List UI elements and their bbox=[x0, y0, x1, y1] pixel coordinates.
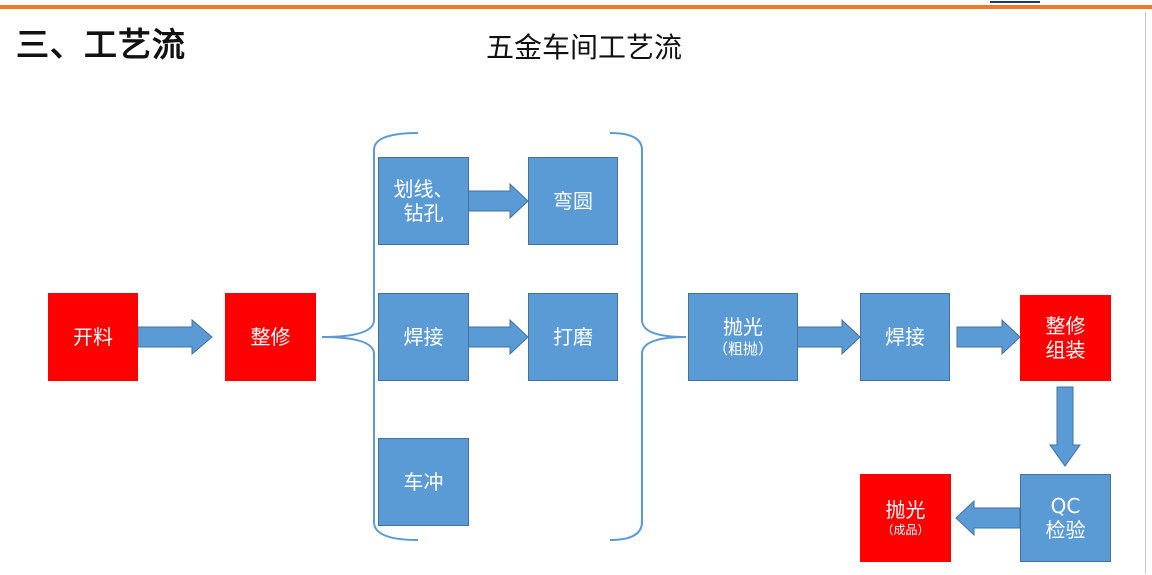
arrow-hanjie-to-damo bbox=[467, 318, 529, 356]
step-paoguang-chengpin: 抛光 （成品） bbox=[860, 474, 951, 562]
step-zhengxiu: 整修 bbox=[225, 293, 316, 381]
step-wanyuan: 弯圆 bbox=[528, 157, 618, 245]
step-damo-label: 打磨 bbox=[553, 325, 593, 349]
accent-bar bbox=[0, 5, 1152, 9]
arrow-hanjie-to-zhuangpei bbox=[956, 318, 1021, 356]
arrow-qc-to-final bbox=[955, 499, 1021, 537]
step-zhuangpei-label-1: 整修 bbox=[1045, 314, 1086, 338]
step-final-label: 抛光 bbox=[885, 498, 926, 522]
step-zhengxiu-label: 整修 bbox=[250, 325, 291, 349]
diagram-title: 五金车间工艺流 bbox=[485, 31, 682, 64]
header-fragment bbox=[990, 0, 1040, 4]
arrow-zhuangpei-to-qc bbox=[1049, 386, 1081, 467]
step-chechong-label: 车冲 bbox=[403, 470, 444, 494]
arrow-paoguang-to-hanjie bbox=[796, 318, 861, 356]
step-huaxian-zuankong: 划线、 钻孔 bbox=[378, 157, 469, 245]
arrow-kailiao-to-zhengxiu bbox=[137, 318, 213, 356]
step-paoguang-sublabel: （粗抛） bbox=[712, 340, 773, 358]
step-qc-jianyan: QC 检验 bbox=[1020, 474, 1111, 562]
step-huaxian-label-1: 划线、 bbox=[393, 177, 454, 201]
step-chechong: 车冲 bbox=[378, 438, 469, 526]
left-brace bbox=[321, 132, 419, 541]
step-final-sublabel: （成品） bbox=[881, 523, 930, 537]
step-damo: 打磨 bbox=[528, 293, 618, 381]
step-kailiao-label: 开料 bbox=[73, 325, 113, 349]
step-paoguang-cupao: 抛光 （粗抛） bbox=[688, 293, 798, 381]
step-kailiao: 开料 bbox=[48, 293, 138, 381]
step-zhengxiu-zuzhuang: 整修 组装 bbox=[1020, 295, 1111, 381]
arrow-huaxian-to-wanyuan bbox=[467, 182, 529, 220]
step-wanyuan-label: 弯圆 bbox=[553, 189, 593, 213]
step-hanjie-b-label: 焊接 bbox=[885, 325, 925, 349]
right-brace bbox=[609, 132, 687, 541]
step-zhuangpei-label-2: 组装 bbox=[1045, 338, 1086, 362]
slide-edge-line bbox=[1145, 12, 1146, 574]
step-huaxian-label-2: 钻孔 bbox=[403, 201, 444, 225]
step-qc-label-2: 检验 bbox=[1045, 518, 1086, 542]
slide-heading: 三、工艺流 bbox=[16, 25, 186, 64]
step-qc-label-1: QC bbox=[1050, 494, 1081, 518]
step-hanjie-a: 焊接 bbox=[378, 293, 469, 381]
step-paoguang-label: 抛光 bbox=[723, 315, 763, 339]
step-hanjie-b: 焊接 bbox=[860, 293, 950, 381]
step-hanjie-a-label: 焊接 bbox=[403, 325, 444, 349]
